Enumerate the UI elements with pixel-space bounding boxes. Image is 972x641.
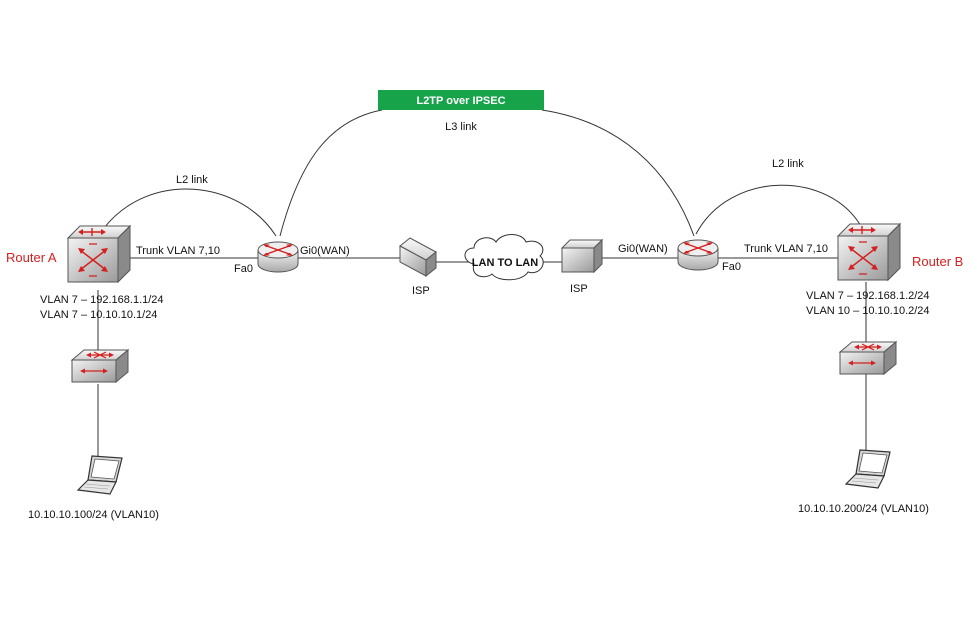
l3-link-arc-left bbox=[279, 109, 383, 237]
l2-link-arc-right bbox=[695, 184, 863, 235]
router-b-switch-icon[interactable] bbox=[837, 223, 901, 281]
l3-link-arc-right bbox=[541, 109, 695, 237]
vlan-label-a-1: VLAN 7 – 192.168.1.1/24 bbox=[40, 294, 164, 306]
edge-router-left-icon[interactable] bbox=[256, 240, 300, 274]
isp-label-right: ISP bbox=[570, 283, 588, 295]
isp-left-icon[interactable] bbox=[399, 237, 437, 277]
cloud-label: LAN TO LAN bbox=[472, 257, 538, 269]
router-a-name: Router A bbox=[6, 250, 57, 265]
internet-cloud-icon bbox=[464, 234, 544, 281]
gi0-label-left: Gi0(WAN) bbox=[300, 245, 350, 257]
fa0-label-left: Fa0 bbox=[234, 263, 253, 275]
l2tp-banner bbox=[378, 90, 544, 110]
laptop-left-icon[interactable] bbox=[77, 455, 123, 495]
vlan-label-a-2: VLAN 7 – 10.10.10.1/24 bbox=[40, 309, 157, 321]
router-b-name: Router B bbox=[912, 254, 963, 269]
access-switch-left-icon[interactable] bbox=[71, 349, 129, 383]
fa0-label-right: Fa0 bbox=[722, 261, 741, 273]
edge-router-right-icon[interactable] bbox=[676, 238, 720, 272]
l2-link-arc-left bbox=[103, 188, 277, 237]
isp-right-icon[interactable] bbox=[561, 239, 603, 273]
trunk-label-right: Trunk VLAN 7,10 bbox=[744, 243, 828, 255]
vlan-label-b-2: VLAN 10 – 10.10.10.2/24 bbox=[806, 305, 930, 317]
l2-link-label-right: L2 link bbox=[772, 158, 804, 170]
host-label-right: 10.10.10.200/24 (VLAN10) bbox=[798, 503, 929, 515]
vlan-label-b-1: VLAN 7 – 192.168.1.2/24 bbox=[806, 290, 930, 302]
router-a-switch-icon[interactable] bbox=[67, 225, 131, 283]
trunk-label-left: Trunk VLAN 7,10 bbox=[136, 245, 220, 257]
laptop-right-icon[interactable] bbox=[845, 449, 891, 489]
l3-link-label: L3 link bbox=[445, 121, 477, 133]
access-switch-right-icon[interactable] bbox=[839, 341, 897, 375]
gi0-label-right: Gi0(WAN) bbox=[618, 243, 668, 255]
isp-label-left: ISP bbox=[412, 285, 430, 297]
l2-link-label-left: L2 link bbox=[176, 174, 208, 186]
host-label-left: 10.10.10.100/24 (VLAN10) bbox=[28, 509, 159, 521]
l2tp-banner-label: L2TP over IPSEC bbox=[416, 95, 505, 107]
